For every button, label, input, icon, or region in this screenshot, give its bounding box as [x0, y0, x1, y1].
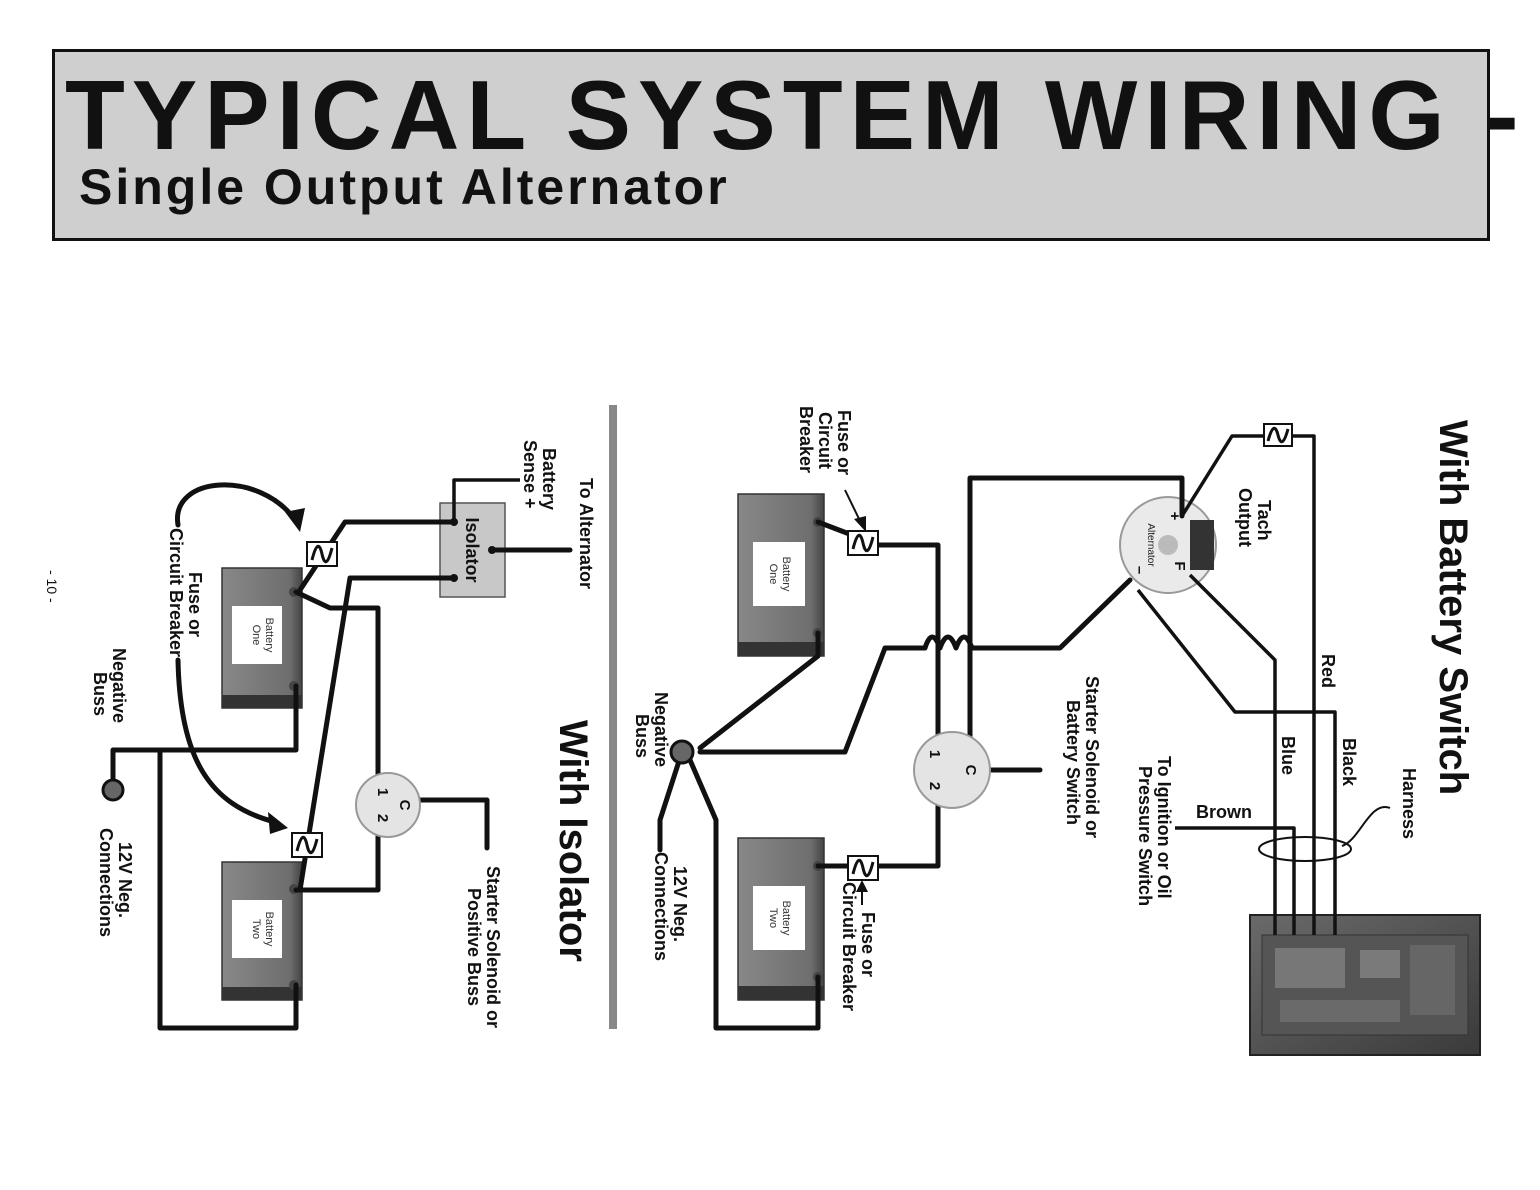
wire-isolator-bat1 [297, 519, 457, 593]
battery-switch: C 1 2 [913, 731, 991, 809]
battery-two-label: Battery [263, 912, 275, 947]
tach-output-label: Output [1235, 488, 1255, 547]
fuse-icon [1263, 423, 1293, 447]
negative-buss-label: Negative [651, 692, 671, 767]
wire-blue [1188, 573, 1277, 935]
wire-brown-label: Brown [1196, 802, 1252, 822]
battery-sense-label: Sense + [520, 440, 540, 509]
starter-solenoid-label: Starter Solenoid or [483, 866, 503, 1028]
fuse-label: Fuse or [834, 410, 854, 475]
starter-solenoid-label: Battery Switch [1063, 700, 1083, 825]
diagram-heading-battery-switch: With Battery Switch [1431, 420, 1475, 795]
wire-bat2-neg [687, 757, 821, 1031]
switch-terminal-2: 2 [374, 814, 391, 822]
neg-connections-label: 12V Neg. [670, 866, 690, 942]
wire-battery-sense [452, 478, 520, 522]
wire-neg-connections [657, 755, 683, 853]
wire-black [1136, 588, 1337, 935]
fuse-label: Breaker [796, 406, 816, 473]
wire-bat2-switch [293, 817, 381, 893]
isolator-label: Isolator [462, 517, 482, 582]
fuse-label: Circuit Breaker [839, 882, 859, 1011]
negative-buss-terminal [669, 739, 695, 765]
fuse-label: Circuit Breaker [166, 528, 186, 657]
wire-switch-starter [417, 797, 490, 851]
switch-terminal-1: 1 [926, 750, 943, 758]
alternator-label: Alternator [1145, 523, 1156, 567]
harness-label: Harness [1399, 768, 1419, 839]
wire-brown [1175, 826, 1296, 935]
wire-black-label: Black [1339, 738, 1359, 787]
page-title: TYPICAL SYSTEM WIRING - [65, 60, 1526, 170]
negative-buss-terminal [101, 778, 125, 802]
switch-terminal-c: C [962, 765, 979, 776]
wire-bat1-fuse [815, 519, 855, 538]
neg-connections-label: Connections [96, 828, 116, 937]
page-subtitle: Single Output Alternator [79, 159, 730, 215]
arrow-icon [175, 657, 278, 825]
to-alternator-label: To Alternator [576, 478, 596, 589]
switch-terminal-2: 2 [926, 782, 943, 790]
fuse-icon [291, 832, 323, 858]
battery-one: Battery One [221, 567, 303, 709]
battery-one-label: Battery [780, 557, 792, 592]
battery-one-label: Battery [263, 618, 275, 653]
fuse-icon [847, 855, 879, 881]
wire-isolator-bat2 [297, 575, 457, 893]
title-box: TYPICAL SYSTEM WIRING - Single Output Al… [52, 49, 1518, 241]
fuse-icon [306, 541, 338, 567]
switch-terminal-1: 1 [374, 788, 391, 796]
arrow-icon [175, 482, 298, 528]
wire-bat1-neg [110, 683, 299, 793]
wire-fuse-switch1 [875, 542, 941, 743]
battery-sense-label: Battery [539, 448, 559, 510]
neg-connections-label: 12V Neg. [115, 842, 135, 918]
battery-switch-diagram: Battery One Battery Two [632, 406, 1481, 1056]
fuse-label: Fuse or [185, 572, 205, 637]
wire-blue-label: Blue [1278, 736, 1298, 775]
battery-two-label: Two [767, 908, 779, 928]
wire-bat2-neg [157, 747, 299, 1031]
diagram-heading-isolator: With Isolator [551, 720, 595, 962]
fuse-label: Fuse or [858, 912, 878, 977]
wire-tach-fuse [1180, 434, 1264, 517]
starter-solenoid-label: Starter Solenoid or [1082, 676, 1102, 838]
alternator-negative-terminal: – [1131, 566, 1148, 574]
ignition-label: Pressure Switch [1135, 766, 1155, 906]
neg-connections-label: Connections [651, 852, 671, 961]
battery-two: Battery Two [737, 837, 825, 1001]
battery-one-label: One [250, 625, 262, 646]
harness-pointer [1341, 805, 1391, 847]
battery-two-label: Battery [780, 901, 792, 936]
alternator-positive-terminal: + [1166, 512, 1183, 521]
wire-bat1-neg [697, 630, 821, 751]
fuse-icon [847, 530, 879, 556]
starter-solenoid-label: Positive Buss [464, 888, 484, 1006]
battery-two-label: Two [250, 919, 262, 939]
wire-neg-alternator [697, 577, 1133, 755]
battery-switch: C 1 2 [355, 772, 421, 838]
switch-terminal-c: C [396, 800, 413, 811]
alternator-field-terminal: F [1171, 561, 1188, 570]
negative-buss-label: Negative [109, 648, 129, 723]
isolator-diagram: Battery One Battery Two Isolator [90, 440, 596, 1031]
tach-output-label: Tach [1254, 500, 1274, 541]
alternator: Alternator + F – [1119, 496, 1217, 594]
wire-fuse-switch2 [875, 803, 941, 869]
battery-one: Battery One [737, 493, 825, 657]
battery-two: Battery Two [221, 861, 303, 1001]
wire-red-label: Red [1318, 654, 1338, 688]
battery-one-label: One [767, 564, 779, 585]
negative-buss-label: Buss [90, 672, 110, 716]
fuse-label: Circuit [815, 412, 835, 469]
diagram-divider [609, 405, 617, 1029]
harness-loop [1258, 836, 1352, 862]
wire-switch-alternator [967, 475, 1185, 743]
ignition-label: To Ignition or Oil [1154, 756, 1174, 899]
regulator-module [1249, 914, 1481, 1056]
negative-buss-label: Buss [632, 714, 652, 758]
wire-red [1292, 434, 1316, 935]
wire-bat1-switch [293, 589, 381, 785]
